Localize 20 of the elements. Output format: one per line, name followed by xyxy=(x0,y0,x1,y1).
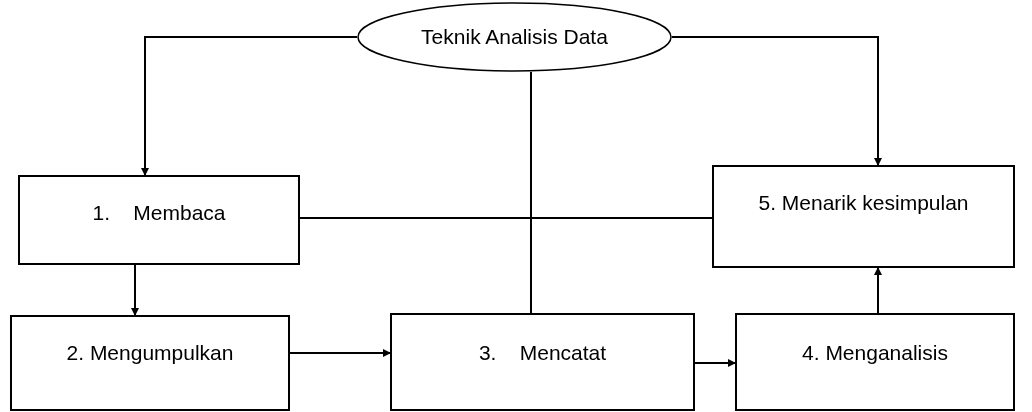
node-label: 2. Mengumpulkan xyxy=(66,340,234,366)
process-box xyxy=(10,315,290,411)
connector-line xyxy=(299,217,713,219)
node-label: Teknik Analisis Data xyxy=(421,24,608,51)
ellipse-node xyxy=(357,2,672,72)
node-label: 1. Membaca xyxy=(92,200,226,226)
node-label: 5. Menarik kesimpulan xyxy=(758,190,969,216)
connector-line xyxy=(530,71,532,314)
process-box xyxy=(735,313,1015,411)
node-label: 3. Mencatat xyxy=(478,340,607,366)
arrow xyxy=(874,267,882,314)
arrow xyxy=(131,264,139,316)
arrow xyxy=(141,36,358,176)
process-box xyxy=(390,313,695,411)
arrow xyxy=(671,36,882,166)
arrow xyxy=(289,349,391,357)
process-box xyxy=(18,175,300,265)
process-box xyxy=(712,165,1015,268)
node-label: 4. Menganalisis xyxy=(802,340,948,366)
arrow xyxy=(694,359,736,367)
